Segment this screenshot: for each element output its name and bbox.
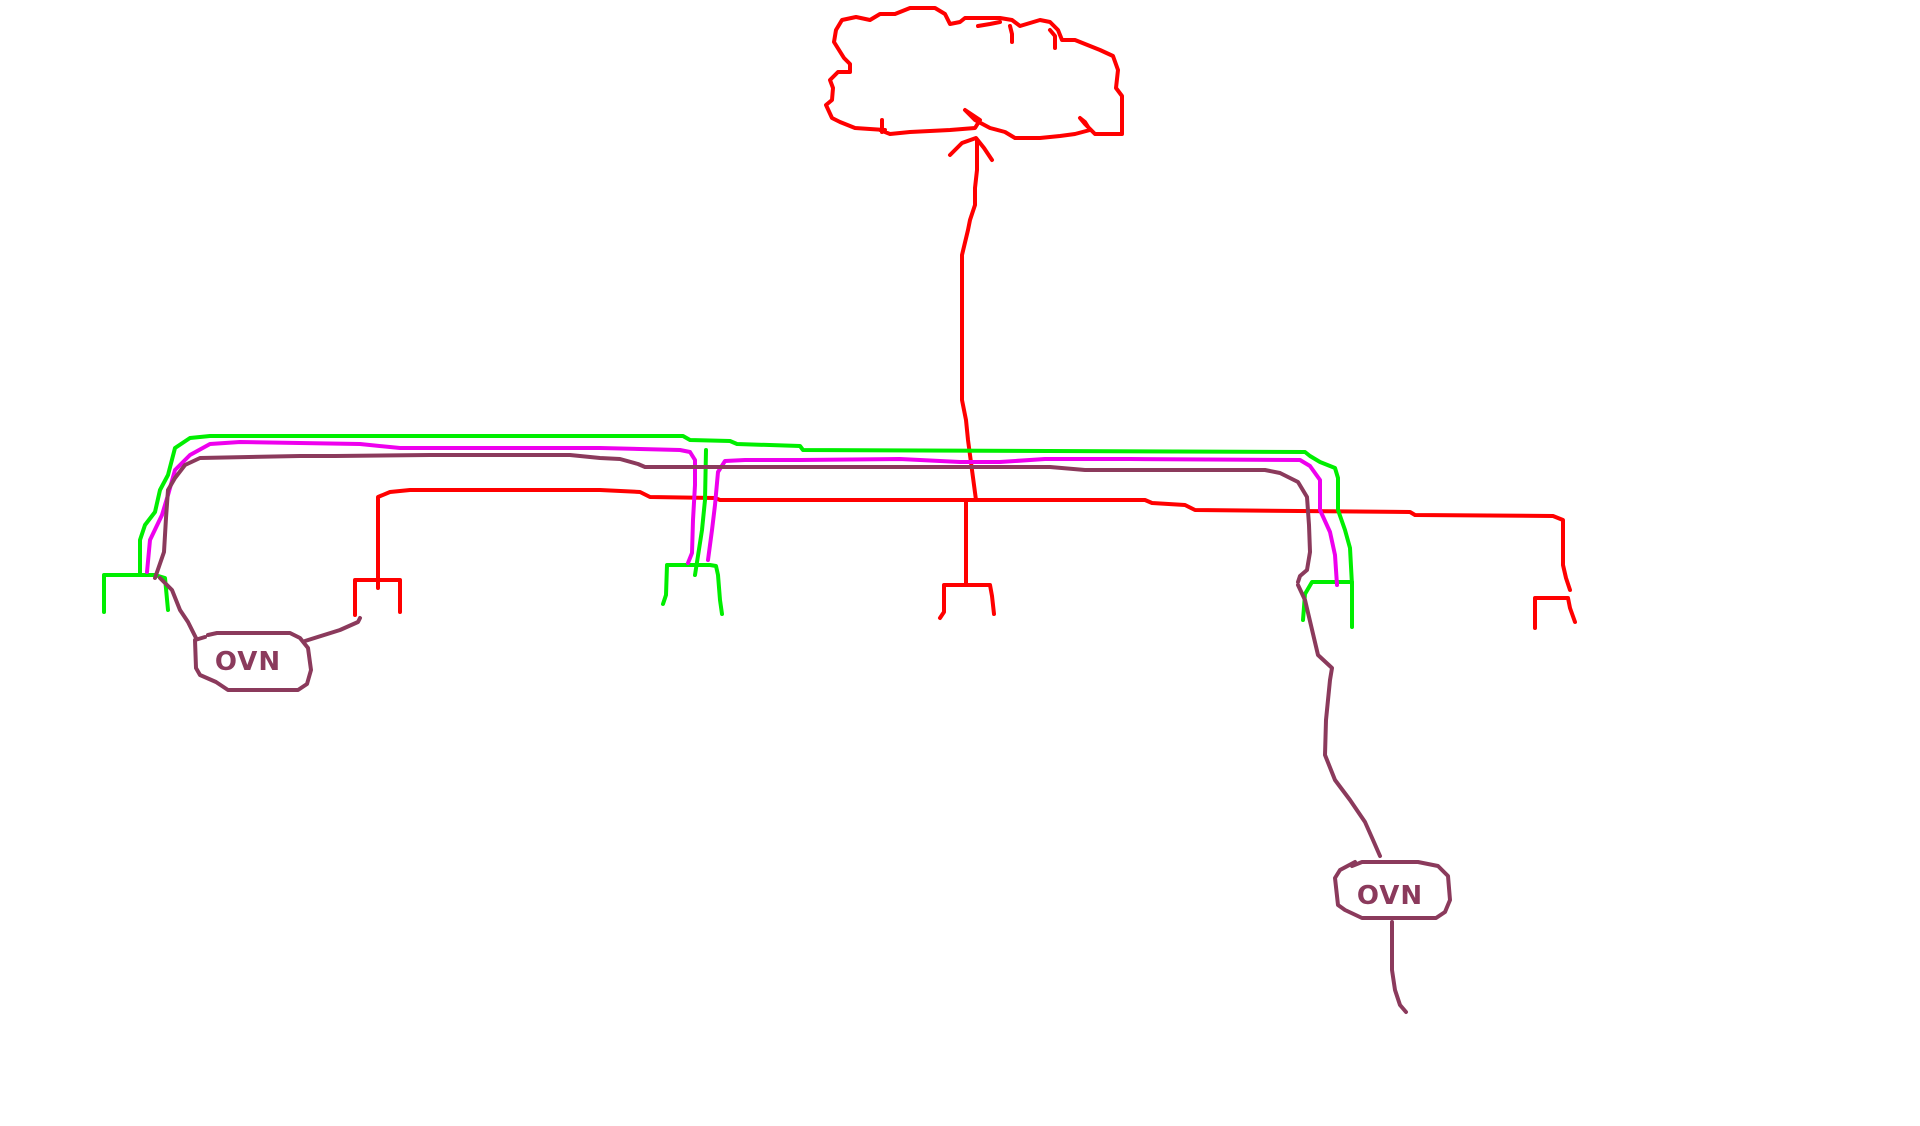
ovn-link-left-drop — [158, 576, 198, 640]
ovn-link-right-drop — [1296, 583, 1382, 858]
ovn-link-left-right — [303, 616, 362, 643]
switch-node-icon — [661, 563, 724, 616]
arrow-head-icon — [948, 136, 994, 162]
ovn-link — [153, 453, 1312, 584]
ovn-box-label: OVN — [1357, 881, 1423, 911]
cloud-icon — [824, 6, 1124, 140]
cloud-detail-2 — [1048, 28, 1057, 50]
switch-node-icon — [102, 573, 170, 614]
red-backbone — [376, 488, 1572, 592]
switch-node-icon — [353, 578, 402, 617]
ovn-box-label: OVN — [215, 647, 281, 677]
cloud-detail-3 — [976, 20, 1002, 28]
ovn-box-icon: OVN — [1333, 860, 1452, 920]
uplink-line — [960, 138, 979, 502]
green-link-b — [693, 448, 708, 577]
ovn-box-outline — [1333, 860, 1452, 920]
ovn-link-right-tail — [1390, 920, 1408, 1014]
magenta-link — [145, 440, 697, 574]
switch-node-icon — [938, 498, 996, 620]
cloud-detail-1 — [1008, 24, 1014, 44]
cloud-outline — [824, 6, 1124, 140]
ovn-box-icon: OVN — [193, 631, 313, 692]
switch-node-icon — [1533, 596, 1577, 630]
ovn-box-outline — [193, 631, 313, 692]
green-link — [138, 434, 1354, 587]
magenta-link-b — [706, 457, 1339, 587]
